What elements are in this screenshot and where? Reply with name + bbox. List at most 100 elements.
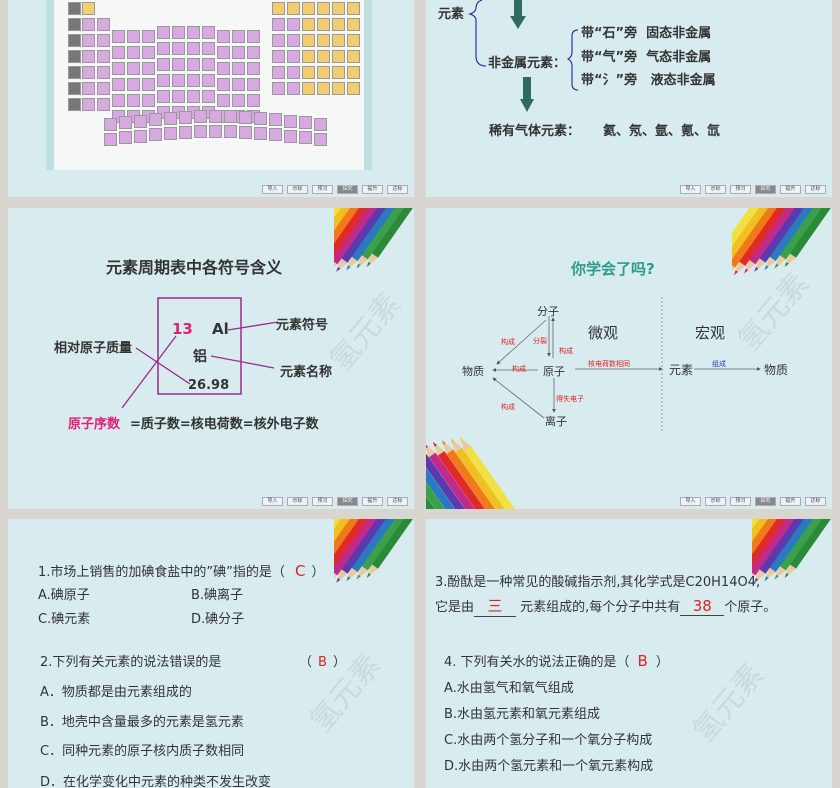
- edge-label: 组成: [712, 360, 726, 368]
- element-cell: [302, 66, 315, 79]
- element-cell: [82, 82, 95, 95]
- element-cell: [142, 62, 155, 75]
- slide-title: 元素周期表中各符号含义: [106, 258, 283, 277]
- element-cell: [104, 118, 117, 131]
- nav-button[interactable]: 示标: [287, 185, 308, 194]
- pencil: [774, 208, 827, 269]
- element-cell: [347, 34, 360, 47]
- option: B.水由氢元素和氧元素组成: [444, 707, 601, 722]
- element-cell: [224, 125, 237, 138]
- nav-button[interactable]: 示标: [287, 497, 308, 506]
- element-cell: [202, 90, 215, 103]
- element-cell: [247, 94, 260, 107]
- element-cell: [317, 66, 330, 79]
- element-cell: [332, 18, 345, 31]
- paren: ）: [311, 565, 325, 580]
- element-cell: [82, 2, 95, 15]
- element-cell: [317, 2, 330, 15]
- slide-nav: 导入示标预习探究提升达标: [262, 497, 408, 506]
- pencil: [733, 208, 791, 276]
- label-nonmetal: 非金属元素：: [488, 56, 567, 71]
- nav-button[interactable]: 预习: [730, 185, 751, 194]
- atomic-number: 13: [172, 320, 193, 338]
- slide-quiz-2[interactable]: 3.酚酞是一种常见的酸碱指示剂,其化学式是C20H14O4, 它是由三 元素组成…: [426, 519, 832, 788]
- element-cell: [347, 82, 360, 95]
- element-cell: [82, 18, 95, 31]
- nav-button[interactable]: 探究: [337, 185, 358, 194]
- slide-review[interactable]: 你学会了吗? 分子 物质 原子 离子 微观 宏观 元素 物质 构成 分裂 构成 …: [426, 208, 832, 509]
- nav-button[interactable]: 探究: [337, 497, 358, 506]
- element-cell: [202, 74, 215, 87]
- element-cell: [172, 90, 185, 103]
- element-cell: [68, 34, 81, 47]
- element-cell: [127, 46, 140, 59]
- arrow-shaft: [523, 77, 531, 99]
- label-symbol: 元素符号: [276, 318, 329, 333]
- pencil: [744, 208, 800, 274]
- element-cell: [112, 46, 125, 59]
- nav-button[interactable]: 达标: [387, 185, 408, 194]
- element-cell: [209, 125, 222, 138]
- slide-element-classification[interactable]: 元素 非金属元素： 带“石”旁 固态非金属 带“气”旁 气态非金属 带“氵”旁 …: [426, 0, 832, 197]
- nav-button[interactable]: 提升: [362, 185, 383, 194]
- pencil: [334, 208, 364, 268]
- question-2: 2.下列有关元素的说法错误的是: [40, 655, 222, 670]
- nav-button[interactable]: 预习: [312, 497, 333, 506]
- pencil: [450, 438, 510, 509]
- nav-button[interactable]: 探究: [755, 497, 776, 506]
- slide-periodic-table[interactable]: 导入示标预习探究提升达标: [8, 0, 414, 197]
- nav-button[interactable]: 预习: [730, 497, 751, 506]
- pencil: [346, 519, 400, 582]
- answer: C: [295, 562, 306, 580]
- element-cell: [247, 78, 260, 91]
- nav-button[interactable]: 示标: [705, 497, 726, 506]
- element-cell: [112, 30, 125, 43]
- pencil: [334, 519, 355, 581]
- nav-button[interactable]: 导入: [262, 185, 283, 194]
- option: C.碘元素: [38, 612, 91, 627]
- element-cell: [287, 66, 300, 79]
- pencil: [336, 208, 391, 272]
- option: B．地壳中含量最多的元素是氢元素: [40, 715, 244, 730]
- pencil: [784, 519, 832, 578]
- nav-button[interactable]: 提升: [780, 497, 801, 506]
- element-cell: [317, 50, 330, 63]
- element-cell: [217, 78, 230, 91]
- nav-button[interactable]: 导入: [262, 497, 283, 506]
- nav-button[interactable]: 达标: [387, 497, 408, 506]
- pencil: [356, 208, 409, 269]
- nav-button[interactable]: 达标: [805, 497, 826, 506]
- element-cell: [284, 130, 297, 143]
- element-cell: [272, 2, 285, 15]
- element-cell: [127, 62, 140, 75]
- nav-button[interactable]: 导入: [680, 497, 701, 506]
- text: 它是由: [435, 600, 475, 615]
- label-mass: 相对原子质量: [54, 341, 133, 356]
- element-cell: [112, 94, 125, 107]
- nav-button[interactable]: 预习: [312, 185, 333, 194]
- element-cell: [332, 34, 345, 47]
- element-cell: [224, 110, 237, 123]
- element-cell: [142, 30, 155, 43]
- label-noble-gas: 稀有气体元素：: [489, 124, 581, 139]
- nav-button[interactable]: 示标: [705, 185, 726, 194]
- paren: （: [299, 655, 313, 670]
- brace-nonmetal: [566, 29, 579, 91]
- element-cell: [269, 113, 282, 126]
- pencil: [459, 436, 520, 509]
- element-cell: [332, 66, 345, 79]
- nav-button[interactable]: 提升: [362, 497, 383, 506]
- element-cell: [272, 66, 285, 79]
- nav-button[interactable]: 探究: [755, 185, 776, 194]
- element-cell: [68, 18, 81, 31]
- pencil: [334, 208, 373, 266]
- pencil: [356, 519, 409, 580]
- pencil: [334, 519, 382, 585]
- node-matter-macro: 物质: [764, 363, 789, 377]
- slide-quiz-1[interactable]: 1.市场上销售的加碘食盐中的”碘”指的是（ C） A.碘原子 B.碘离子 C.碘…: [8, 519, 414, 788]
- nav-button[interactable]: 达标: [805, 185, 826, 194]
- nav-button[interactable]: 导入: [680, 185, 701, 194]
- nav-button[interactable]: 提升: [780, 185, 801, 194]
- element-cell: [302, 50, 315, 63]
- slide-symbol-meaning[interactable]: 元素周期表中各符号含义 13 Al 铝 26.98 元素符号 元素名称 相对原子…: [8, 208, 414, 509]
